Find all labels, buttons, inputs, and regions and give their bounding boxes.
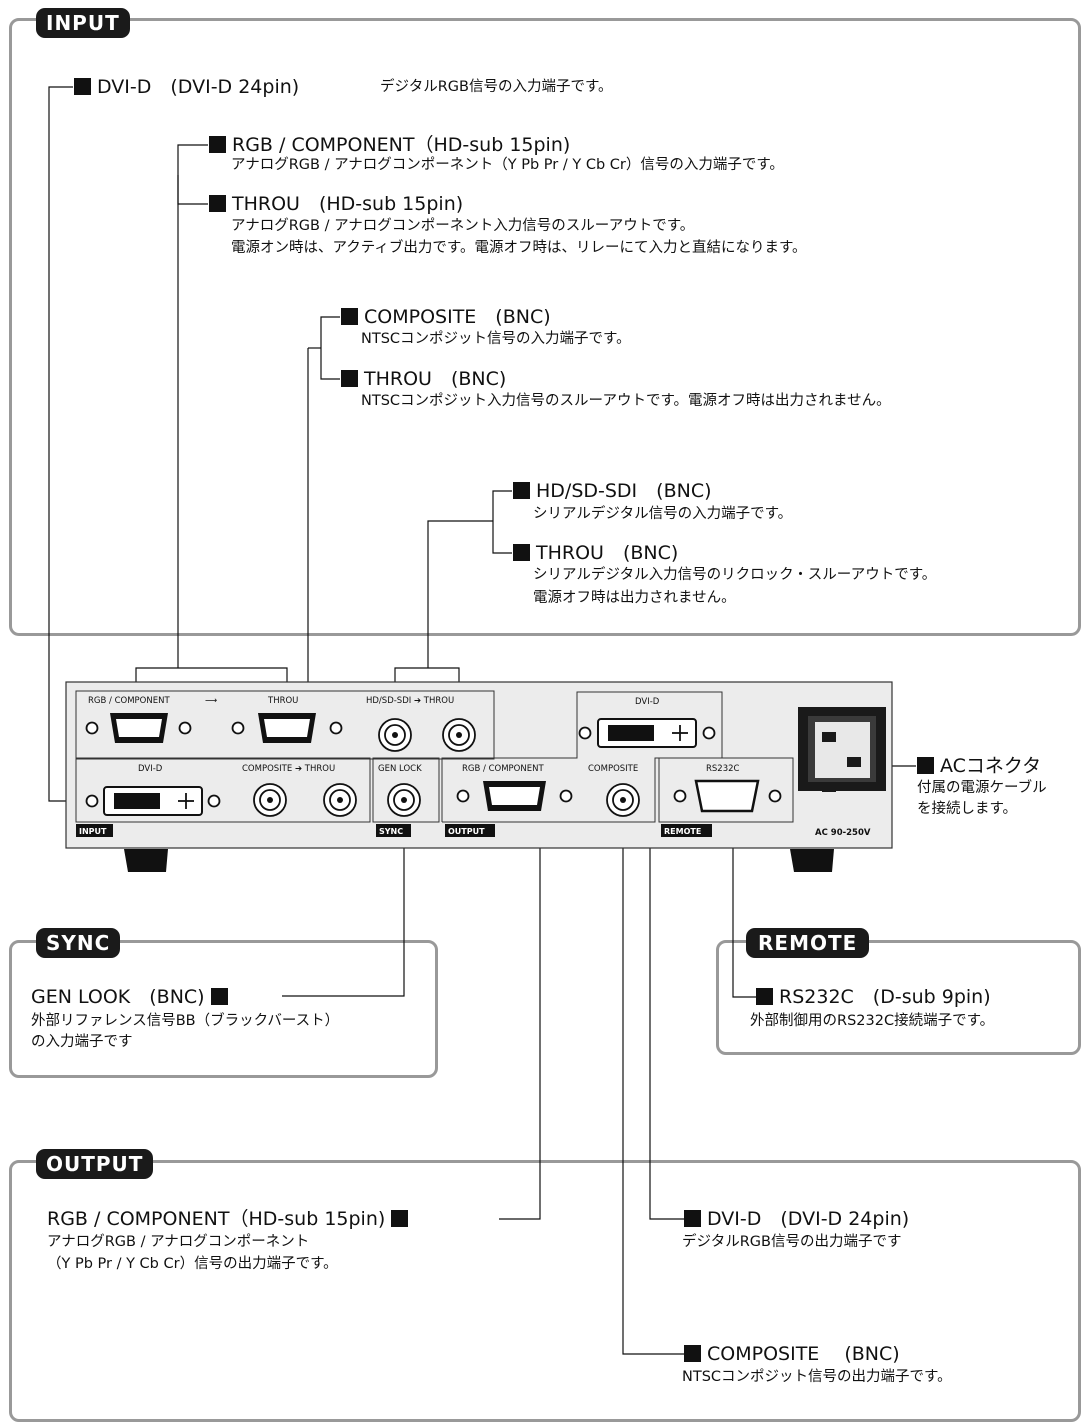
rgb-throu-desc-2: 電源オン時は、アクティブ出力です。電源オフ時は、リレーにて入力と直結になります。 <box>231 240 807 256</box>
sdi-input-title-text: HD/SD-SDI (BNC) <box>536 480 712 502</box>
composite-throu-title-text: THROU (BNC) <box>364 368 507 390</box>
rgb-output-desc-1: アナログRGB / アナログコンポーネント <box>47 1234 310 1250</box>
panel-badge-input: INPUT <box>79 827 107 836</box>
rgb-input-connector <box>85 713 192 743</box>
rgb-throu-title-text: THROU (HD-sub 15pin) <box>232 193 464 215</box>
panel-labels: RGB / COMPONENT ⟶ THROU HD/SD-SDI ➔ THRO… <box>76 696 871 838</box>
gen-lock-title: GEN LOOK (BNC) <box>31 985 228 1009</box>
ac-connector-title: ACコネクタ <box>917 754 1041 778</box>
composite-input-desc: NTSCコンポジット信号の入力端子です。 <box>361 331 631 347</box>
rs232c-desc: 外部制御用のRS232C接続端子です。 <box>750 1013 995 1029</box>
rs232c-title-text: RS232C (D-sub 9pin) <box>779 986 991 1008</box>
gen-lock-desc-2: の入力端子です <box>31 1034 133 1050</box>
bullet-icon <box>341 370 358 387</box>
gen-lock-desc-1: 外部リファレンス信号BB（ブラックバースト） <box>31 1013 340 1029</box>
rgb-throu-title: THROU (HD-sub 15pin) <box>209 192 463 216</box>
dvi-input-title: DVI-D (DVI-D 24pin) <box>74 75 299 99</box>
bullet-icon <box>684 1345 701 1362</box>
rs232c-connector <box>673 779 782 813</box>
composite-throu-desc: NTSCコンポジット入力信号のスルーアウトです。電源オフ時は出力されません。 <box>361 393 891 409</box>
ac-connector-desc-1: 付属の電源ケーブル <box>917 780 1047 796</box>
bullet-icon <box>917 757 934 774</box>
composite-output-title: COMPOSITE (BNC) <box>684 1342 900 1366</box>
bullet-icon <box>513 544 530 561</box>
rs232c-title: RS232C (D-sub 9pin) <box>756 985 991 1009</box>
sdi-throu-title-text: THROU (BNC) <box>536 542 679 564</box>
ac-connector-title-text: ACコネクタ <box>940 755 1042 777</box>
dvi-input-title-text: DVI-D (DVI-D 24pin) <box>97 76 300 98</box>
bullet-icon <box>391 1210 409 1227</box>
panel-badge-sync: SYNC <box>379 827 403 836</box>
bullet-icon <box>513 482 530 499</box>
rgb-input-title: RGB / COMPONENT（HD-sub 15pin) <box>209 133 570 157</box>
bullet-icon <box>756 988 773 1005</box>
panel-label-arrow: ⟶ <box>205 696 217 706</box>
panel-label-rgb-component: RGB / COMPONENT <box>88 696 170 706</box>
panel-label-dvi-input: DVI-D <box>138 764 163 774</box>
panel-label-throu: THROU <box>267 696 298 706</box>
remote-section-frame <box>716 940 1081 1055</box>
gen-lock-title-text: GEN LOOK (BNC) <box>31 986 205 1008</box>
rgb-output-title: RGB / COMPONENT（HD-sub 15pin) <box>47 1207 409 1231</box>
rgb-output-title-text: RGB / COMPONENT（HD-sub 15pin) <box>47 1208 386 1230</box>
sdi-input-title: HD/SD-SDI (BNC) <box>513 479 712 503</box>
panel-label-sdi-throu: HD/SD-SDI ➔ THROU <box>366 696 454 706</box>
dvi-output-connector <box>578 718 716 748</box>
composite-input-title: COMPOSITE (BNC) <box>341 305 551 329</box>
panel-label-output-composite: COMPOSITE <box>588 764 638 774</box>
bullet-icon <box>684 1210 701 1227</box>
panel-label-dvi-output: DVI-D <box>635 697 660 707</box>
remote-section-tag: REMOTE <box>746 928 870 958</box>
panel-label-rs232c: RS232C <box>706 764 740 774</box>
input-section-frame <box>9 18 1081 636</box>
sdi-throu-desc-2: 電源オフ時は出力されません。 <box>533 590 736 606</box>
panel-label-output-rgb: RGB / COMPONENT <box>462 764 544 774</box>
bullet-icon <box>210 988 228 1005</box>
composite-throu-title: THROU (BNC) <box>341 367 506 391</box>
rgb-output-desc-2: （Y Pb Pr / Y Cb Cr）信号の出力端子です。 <box>47 1256 338 1272</box>
rgb-throu-desc-1: アナログRGB / アナログコンポーネント入力信号のスルーアウトです。 <box>231 218 695 234</box>
composite-output-title-text: COMPOSITE (BNC) <box>707 1343 900 1365</box>
sdi-throu-title: THROU (BNC) <box>513 541 678 565</box>
dvi-input-desc: デジタルRGB信号の入力端子です。 <box>380 79 613 95</box>
bullet-icon <box>209 195 226 212</box>
ac-connector-desc-2: を接続します。 <box>917 801 1018 817</box>
sdi-input-desc: シリアルデジタル信号の入力端子です。 <box>533 506 793 522</box>
dvi-input-connector <box>85 786 221 816</box>
input-section-tag: INPUT <box>36 8 130 38</box>
rgb-input-title-text: RGB / COMPONENT（HD-sub 15pin) <box>232 134 571 156</box>
sync-section-frame <box>9 940 438 1078</box>
bullet-icon <box>341 308 358 325</box>
composite-input-title-text: COMPOSITE (BNC) <box>364 306 551 328</box>
dvi-output-title: DVI-D (DVI-D 24pin) <box>684 1207 909 1231</box>
sdi-throu-desc-1: シリアルデジタル入力信号のリクロック・スルーアウトです。 <box>533 567 937 583</box>
bullet-icon <box>209 136 226 153</box>
rgb-output-connector <box>456 781 573 811</box>
output-section-tag: OUTPUT <box>36 1149 154 1179</box>
rgb-input-desc: アナログRGB / アナログコンポーネント（Y Pb Pr / Y Cb Cr）… <box>231 157 784 173</box>
panel-badge-output: OUTPUT <box>448 827 485 836</box>
chassis <box>65 681 893 872</box>
dvi-output-desc: デジタルRGB信号の出力端子です <box>682 1234 902 1250</box>
panel-label-ac-rating: AC 90-250V <box>815 828 871 838</box>
composite-output-desc: NTSCコンポジット信号の出力端子です。 <box>682 1369 952 1385</box>
panel-label-composite-throu: COMPOSITE ➔ THROU <box>242 764 335 774</box>
panel-badge-remote: REMOTE <box>664 827 701 836</box>
sync-section-tag: SYNC <box>36 928 121 958</box>
dvi-output-title-text: DVI-D (DVI-D 24pin) <box>707 1208 910 1230</box>
panel-label-gen-lock: GEN LOCK <box>378 764 422 774</box>
bullet-icon <box>74 78 91 95</box>
rgb-throu-connector <box>231 713 343 743</box>
